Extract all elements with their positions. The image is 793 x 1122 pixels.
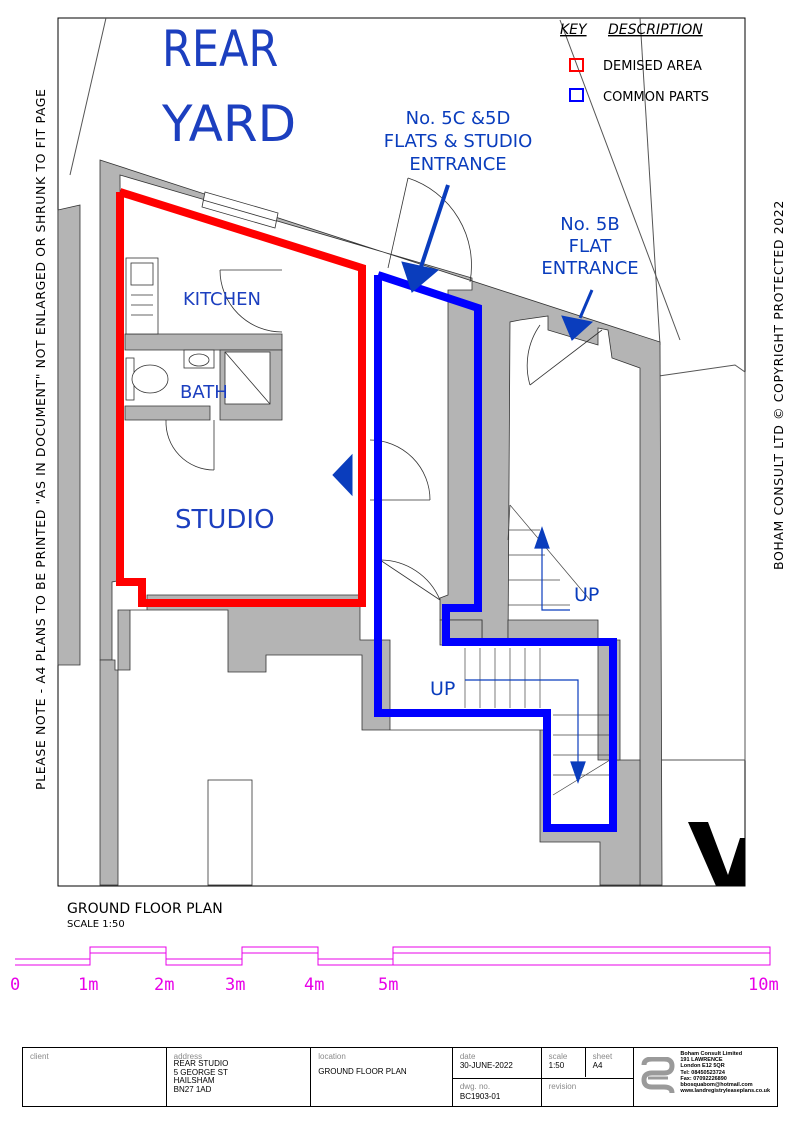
demised-area-outline (116, 188, 366, 607)
location-caption: location (318, 1052, 346, 1061)
entrance-5cd-line-1: No. 5C &5D (406, 108, 511, 129)
key-swatch-demised (569, 58, 584, 72)
address-line: BN27 1AD (173, 1084, 212, 1094)
common-parts-outline (374, 271, 617, 832)
fixtures (125, 257, 271, 405)
copyright-note: BOHAM CONSULT LTD © COPYRIGHT PROTECTED … (771, 200, 786, 570)
entrance-5b-line-2: FLAT (569, 236, 613, 257)
plan-title: GROUND FLOOR PLAN (67, 901, 223, 917)
location-value: GROUND FLOOR PLAN (318, 1067, 407, 1076)
address-line: REAR STUDIO (173, 1059, 229, 1068)
yard-lines (69, 17, 746, 761)
scale-label-1: 1m (78, 975, 98, 995)
company-cell: Boham Consult Limited 191 LAWRENCE Londo… (634, 1048, 777, 1106)
company-line: 191 LAWRENCE (680, 1057, 723, 1064)
address-line: 5 GEORGE ST (173, 1067, 228, 1077)
company-line: bbosquabom@hotmail.com (680, 1082, 753, 1089)
date-dwg-cell: date 30-JUNE-2022 dwg. no. BC1903-01 (452, 1048, 542, 1106)
scale-label-3: 3m (225, 975, 245, 995)
door-swings (165, 177, 603, 886)
revision-caption: revision (548, 1082, 577, 1091)
rear-yard-label-1: REAR (162, 20, 278, 78)
key-swatch-common (569, 88, 584, 102)
bath-label: BATH (180, 382, 228, 403)
title-block: client address REAR STUDIO 5 GEORGE ST H… (22, 1047, 778, 1107)
date-caption: date (459, 1052, 476, 1061)
entrance-5cd-line-3: ENTRANCE (409, 154, 506, 175)
address-caption: address (173, 1052, 203, 1061)
stairs (464, 504, 612, 796)
client-caption: client (30, 1052, 49, 1061)
date-value: 30-JUNE-2022 (459, 1061, 513, 1070)
key-item-common: COMMON PARTS (603, 90, 709, 105)
company-line: Boham Consult Limited (680, 1051, 743, 1057)
address-value: REAR STUDIO 5 GEORGE ST HAILSHAM BN27 1A… (173, 1059, 229, 1094)
scale-caption: scale (548, 1052, 568, 1061)
studio-label: STUDIO (175, 505, 275, 535)
entrance-5cd-line-2: FLATS & STUDIO (384, 131, 533, 152)
scale-sheet-cell: scale 1:50 sheet A4 revision (541, 1048, 635, 1106)
sheet-caption: sheet (592, 1052, 613, 1061)
stair-arrows (465, 526, 586, 784)
key-title: KEY (560, 22, 588, 38)
up-label-2: UP (430, 678, 455, 700)
kitchen-label: KITCHEN (183, 289, 261, 310)
company-line: Tel: 08450523724 (680, 1069, 725, 1076)
client-cell: client (23, 1048, 167, 1106)
scale-bar (15, 946, 771, 966)
sheet-value: A4 (592, 1061, 603, 1070)
company-line: www.landregistryleaseplans.co.uk (680, 1088, 771, 1095)
location-cell: location GROUND FLOOR PLAN (311, 1048, 453, 1106)
plan-scale: SCALE 1:50 (67, 919, 125, 930)
company-details: Boham Consult Limited 191 LAWRENCE Londo… (680, 1051, 770, 1094)
dwg-value: BC1903-01 (459, 1092, 501, 1101)
print-note: PLEASE NOTE - A4 PLANS TO BE PRINTED "AS… (33, 88, 48, 790)
address-line: HAILSHAM (173, 1076, 215, 1085)
window (201, 191, 279, 229)
scale-label-4: 4m (304, 975, 324, 995)
entrance-5b-line-1: No. 5B (560, 214, 619, 235)
scale-value: 1:50 (548, 1061, 565, 1070)
key-item-demised: DEMISED AREA (603, 59, 702, 74)
entrance-arrows (332, 184, 594, 497)
entrance-5b-line-3: ENTRANCE (541, 258, 638, 279)
scale-label-0: 0 (10, 975, 20, 995)
dwg-caption: dwg. no. (459, 1082, 491, 1091)
up-label-1: UP (574, 584, 599, 606)
scale-label-2: 2m (154, 975, 174, 995)
scale-label-10: 10m (748, 975, 779, 995)
rear-yard-label-2: YARD (161, 95, 296, 153)
company-logo (641, 1057, 675, 1094)
scale-label-5: 5m (378, 975, 398, 995)
studio-entry-marker (332, 453, 353, 497)
address-cell: address REAR STUDIO 5 GEORGE ST HAILSHAM… (167, 1048, 312, 1106)
key-description-title: DESCRIPTION (608, 22, 703, 38)
north-glyph (688, 822, 745, 886)
company-line: London E12 5QR (680, 1063, 725, 1070)
company-line: Fax: 07092226890 (680, 1075, 727, 1082)
